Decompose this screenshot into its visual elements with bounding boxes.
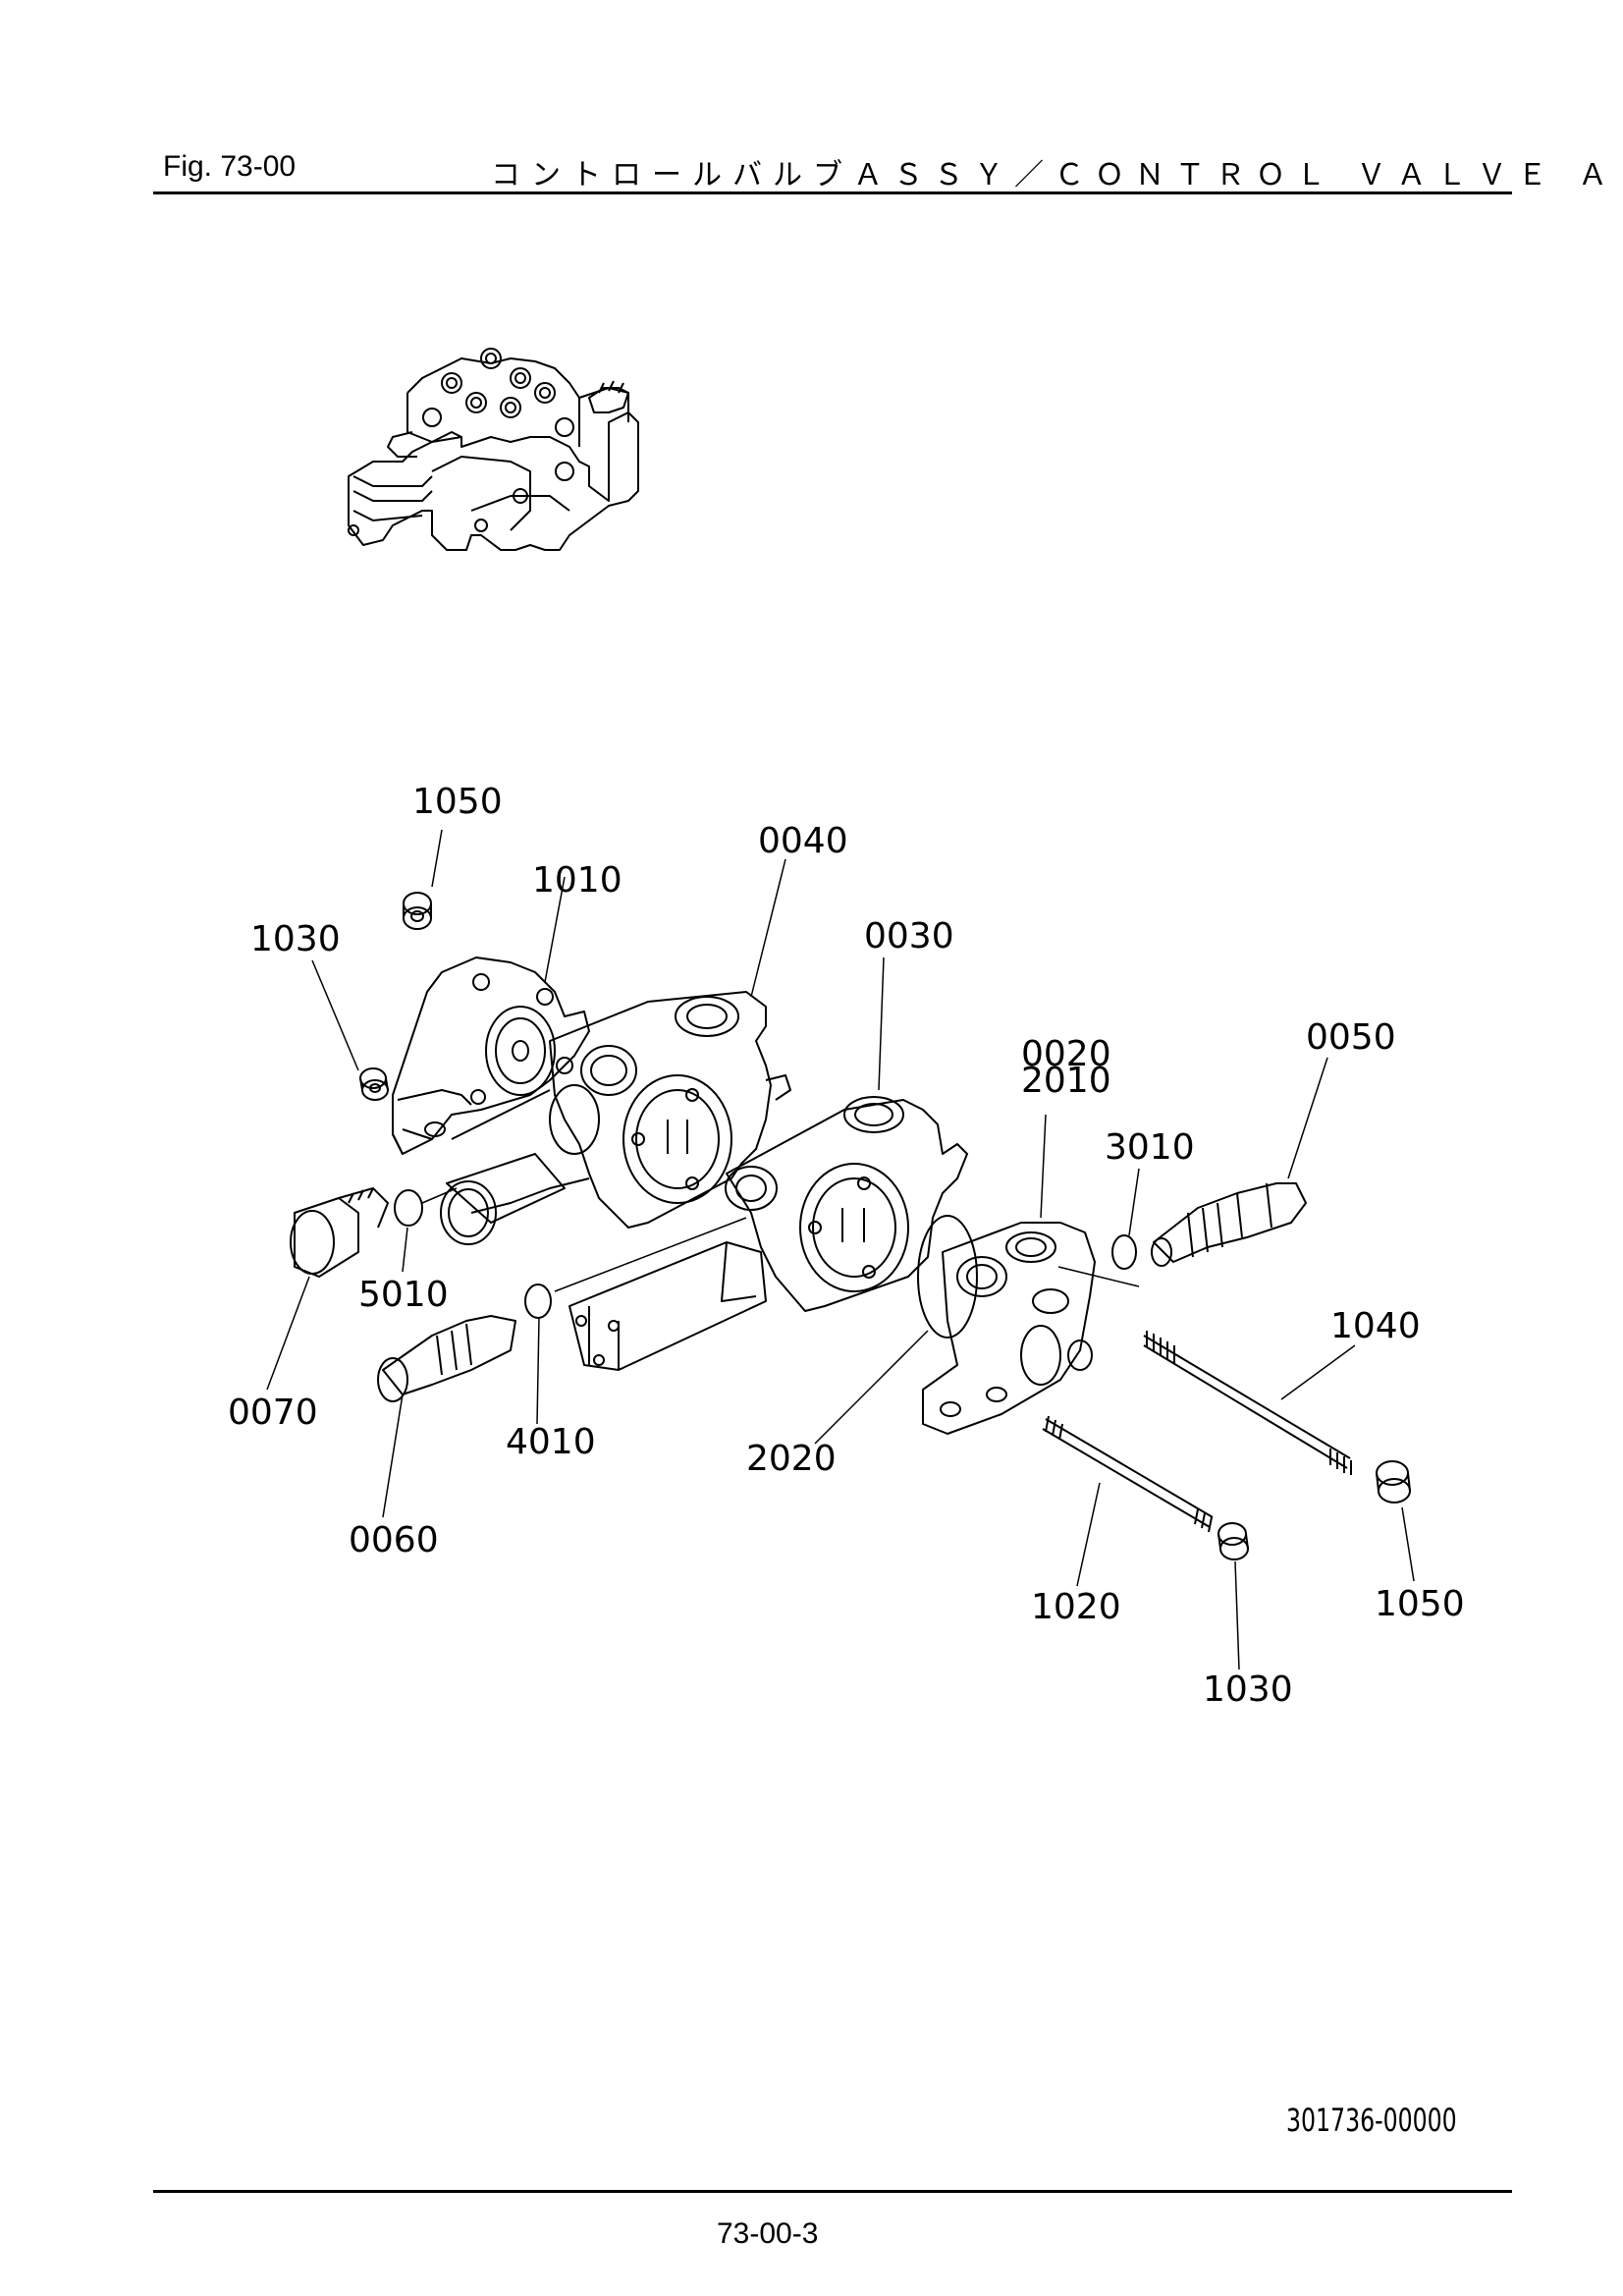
label-1010: 1010 <box>532 860 622 901</box>
part-5010-o-ring <box>394 1189 423 1227</box>
label-0060: 0060 <box>349 1520 439 1560</box>
part-0060-relief-valve <box>377 1315 516 1402</box>
label-0020: 0020 <box>1021 1034 1111 1074</box>
figure-label: Fig. 73-00 <box>163 150 297 183</box>
header-rule <box>153 191 1512 194</box>
label-4010: 4010 <box>506 1422 596 1462</box>
label-2010: 2010 <box>1021 1061 1111 1101</box>
part-2020-large-o-ring <box>917 1215 978 1339</box>
label-2020: 2020 <box>746 1439 837 1479</box>
page-title: コントロールバルブＡＳＳＹ／ＣＯＮＴＲＯＬ ＶＡＬＶＥ ＡＳ <box>491 158 1623 192</box>
part-4010-o-ring <box>524 1284 552 1319</box>
part-0030-valve-section <box>725 1096 968 1312</box>
part-1050-nut-right <box>1376 1460 1411 1503</box>
part-0020-end-section <box>922 1222 1096 1435</box>
label-0040: 0040 <box>758 821 848 861</box>
part-1020-tie-rod <box>1042 1415 1214 1533</box>
part-0030-solenoid-block <box>568 1241 767 1371</box>
assembled-valve-overview <box>348 348 639 551</box>
part-0040-valve-section <box>451 991 791 1229</box>
label-3010: 3010 <box>1105 1127 1195 1168</box>
part-3010-o-ring <box>1111 1234 1137 1270</box>
part-0070-plug <box>290 1187 389 1278</box>
label-0050: 0050 <box>1306 1017 1396 1058</box>
label-0070: 0070 <box>228 1393 318 1433</box>
footer-rule <box>153 2190 1512 2193</box>
drawing-code: 301736-00000 <box>1286 2102 1457 2139</box>
part-1050-nut-top <box>403 892 432 930</box>
label-5010: 5010 <box>358 1275 449 1315</box>
label-1020: 1020 <box>1031 1587 1121 1627</box>
label-1040: 1040 <box>1330 1306 1421 1346</box>
part-0050-relief-valve <box>1151 1182 1307 1267</box>
part-1030-nut-bottom <box>1217 1522 1249 1560</box>
label-1050-top: 1050 <box>412 782 503 822</box>
label-0030: 0030 <box>864 916 954 957</box>
label-1050-right: 1050 <box>1375 1584 1465 1624</box>
part-1040-tie-rod <box>1143 1331 1352 1475</box>
part-1030-nut-left <box>359 1067 389 1101</box>
page-number: 73-00-3 <box>717 2217 819 2250</box>
label-1030-left: 1030 <box>250 919 341 959</box>
part-0040-spool-tube <box>440 1153 566 1245</box>
part-1010-end-cover <box>392 957 590 1155</box>
label-1030-bottom: 1030 <box>1203 1669 1293 1710</box>
